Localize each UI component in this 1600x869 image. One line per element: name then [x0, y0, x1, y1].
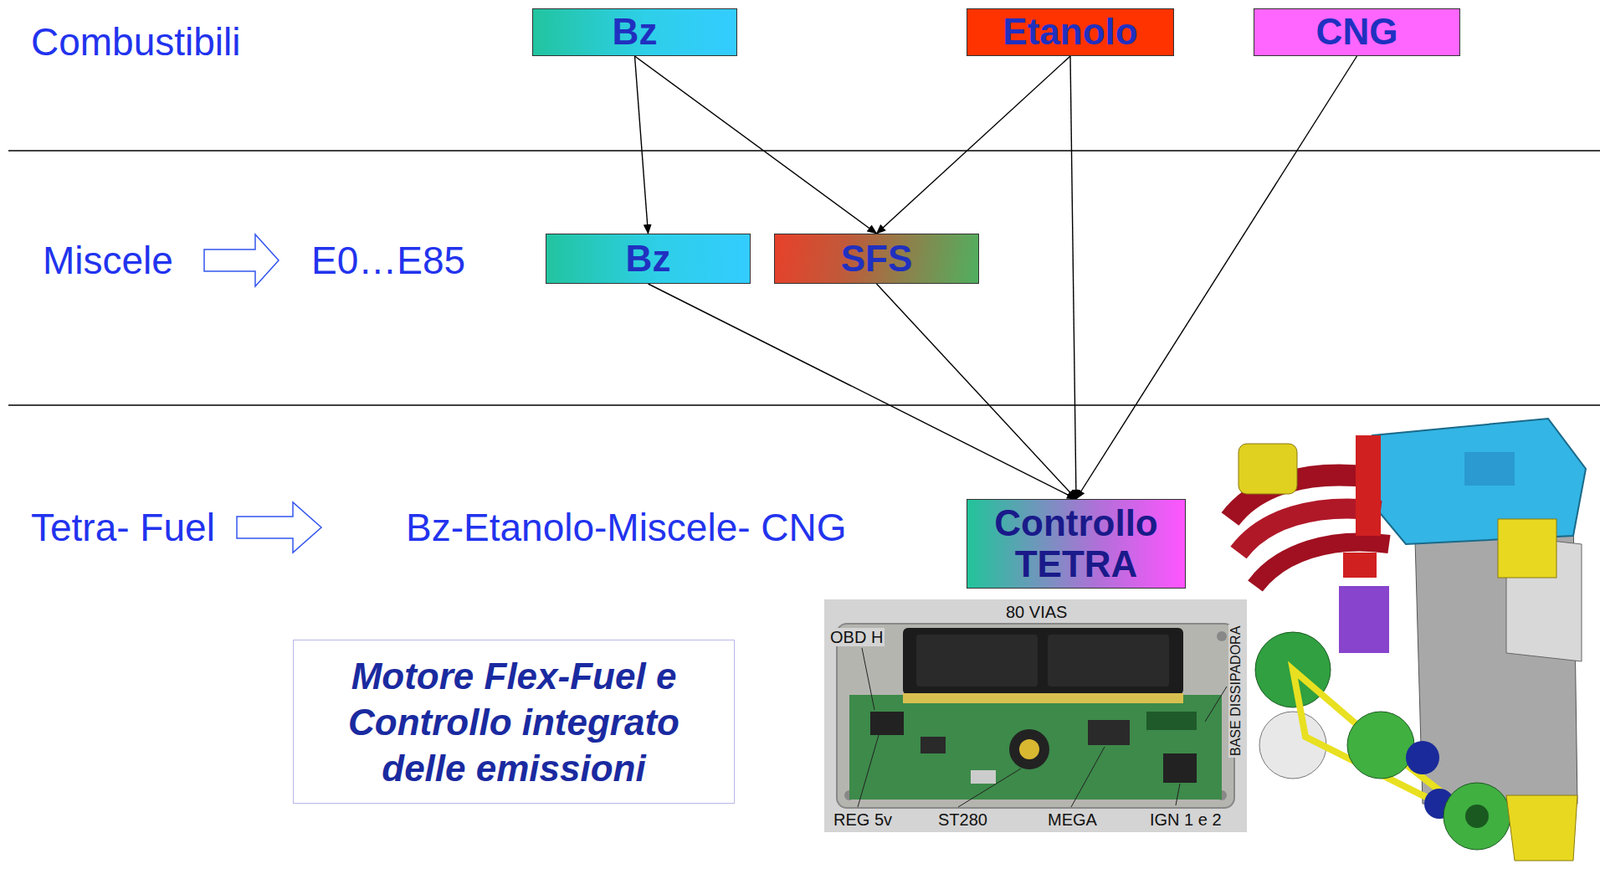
- blend-box: SFS: [774, 233, 980, 284]
- row-label: E0…E85: [311, 241, 466, 280]
- flow-arrow: [1076, 56, 1358, 499]
- outline-arrows: [204, 234, 322, 553]
- flow-arrow: [648, 283, 1077, 499]
- node-text: Bz: [612, 11, 658, 52]
- row-label: Combustibili: [30, 22, 242, 62]
- node-text: SFS: [841, 238, 913, 279]
- flow-arrow: [876, 56, 1072, 234]
- node-text: Bz: [625, 238, 672, 279]
- control-box: Controllo TETRA: [966, 498, 1186, 589]
- flow-arrow: [1070, 56, 1077, 499]
- note-box: Motore Flex-Fuel e Controllo integrato d…: [292, 639, 735, 804]
- component-label: ST280: [936, 810, 990, 829]
- component-label: OBD H: [828, 627, 885, 647]
- node-text: Etanolo: [1002, 11, 1138, 52]
- row-label: Tetra- Fuel: [30, 507, 216, 547]
- node-text: Motore Flex-Fuel e Controllo integrato d…: [330, 652, 698, 791]
- row-label: Miscele: [42, 241, 174, 280]
- connector-label: 80 VIAS: [1004, 602, 1069, 621]
- component-label: MEGA: [1046, 810, 1099, 829]
- component-label: IGN 1 e 2: [1148, 810, 1224, 829]
- blend-box: Bz: [545, 233, 751, 284]
- ecu-photo: [824, 599, 1247, 832]
- fuel-box: Bz: [532, 8, 738, 57]
- flow-arrow: [635, 56, 877, 234]
- fuel-box: Etanolo: [966, 8, 1175, 57]
- row-label: Bz-Etanolo-Miscele- CNG: [405, 507, 847, 547]
- component-label: BASE DISSIPADORA: [1228, 624, 1244, 758]
- flow-arrow: [876, 283, 1077, 499]
- component-label: REG 5v: [831, 810, 894, 829]
- node-text: Controllo TETRA: [967, 502, 1185, 585]
- ecu-leader-lines: [857, 647, 1227, 807]
- node-text: CNG: [1316, 11, 1399, 52]
- engine-illustration: [1230, 418, 1586, 861]
- separator-lines: [8, 150, 1600, 406]
- fuel-box: CNG: [1253, 8, 1461, 57]
- flow-arrow: [635, 56, 649, 234]
